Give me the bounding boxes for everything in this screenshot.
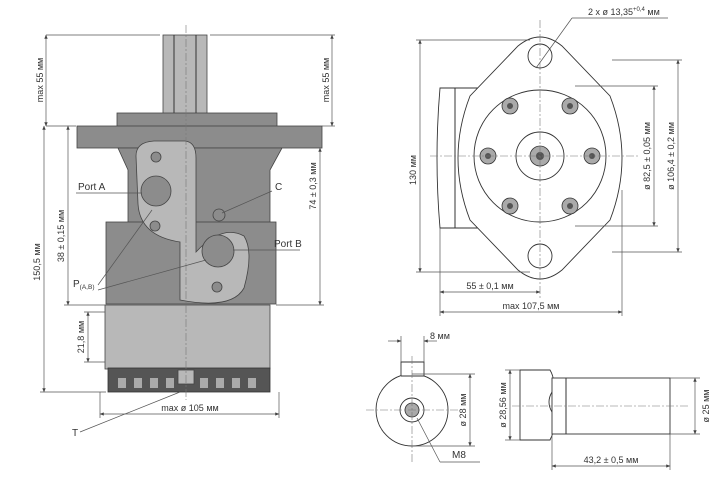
label-port-b: Port B [274,239,302,250]
dim-port-b-offset: 74 ± 0,3 мм [308,162,318,209]
dim-top-right: max 55 мм [321,58,331,102]
motor-side-view: max 55 мм max 55 мм 150,5 мм 38 ± 0,15 м… [32,25,335,439]
dim-flange-dia: ø 106,4 ± 0,2 мм [666,122,676,190]
label-p: P(A,B) [73,279,94,291]
dim-holes: 2 x ø 13,35+0,4 мм [588,7,660,17]
motor-lower-section [104,304,271,370]
label-port-a: Port A [78,182,106,193]
dim-shaft-length: 43,2 ± 0,5 мм [584,455,639,465]
dim-top-left: max 55 мм [35,58,45,102]
port-c-circle [212,208,226,222]
label-t: T [72,428,78,439]
flange-front-view: 2 x ø 13,35+0,4 мм 130 мм ø 82,5 ± 0,05 … [408,7,682,316]
mount-screw-1 [150,151,162,163]
dim-diameter: max ø 105 мм [161,403,218,413]
dim-pcd: ø 82,5 ± 0,05 мм [642,122,652,190]
label-thread: M8 [452,450,466,461]
dim-half-width: 55 ± 0,1 мм [466,281,513,291]
mount-screw-3 [211,281,223,293]
dim-shaft-dia-large: ø 28,56 мм [498,382,508,427]
motor-neck [116,112,278,128]
port-b-circle [201,234,235,268]
motor-shaft [162,34,208,116]
dim-shaft-dia-small: ø 25 мм [701,390,711,423]
label-c: C [275,182,282,193]
dim-key: 8 мм [430,331,450,341]
shaft-keyway [400,361,425,376]
dim-total-width: max 107,5 мм [503,301,560,311]
dim-flange-height: 130 мм [408,155,418,185]
mounting-flange [76,125,323,149]
shaft-side-view: ø 28,56 мм ø 25 мм 43,2 ± 0,5 мм [498,369,711,470]
dim-height-total: 150,5 мм [32,243,42,280]
shaft-hub-section [519,369,555,441]
port-a-circle [140,175,172,207]
shaft-end-view: 8 мм ø 28 мм M8 [366,331,480,463]
dim-shaft-dia: ø 28 мм [458,394,468,427]
dim-port-a-offset: 38 ± 0,15 мм [56,210,66,262]
mount-screw-2 [149,220,161,232]
dim-bottom-section: 21,8 мм [76,321,86,353]
